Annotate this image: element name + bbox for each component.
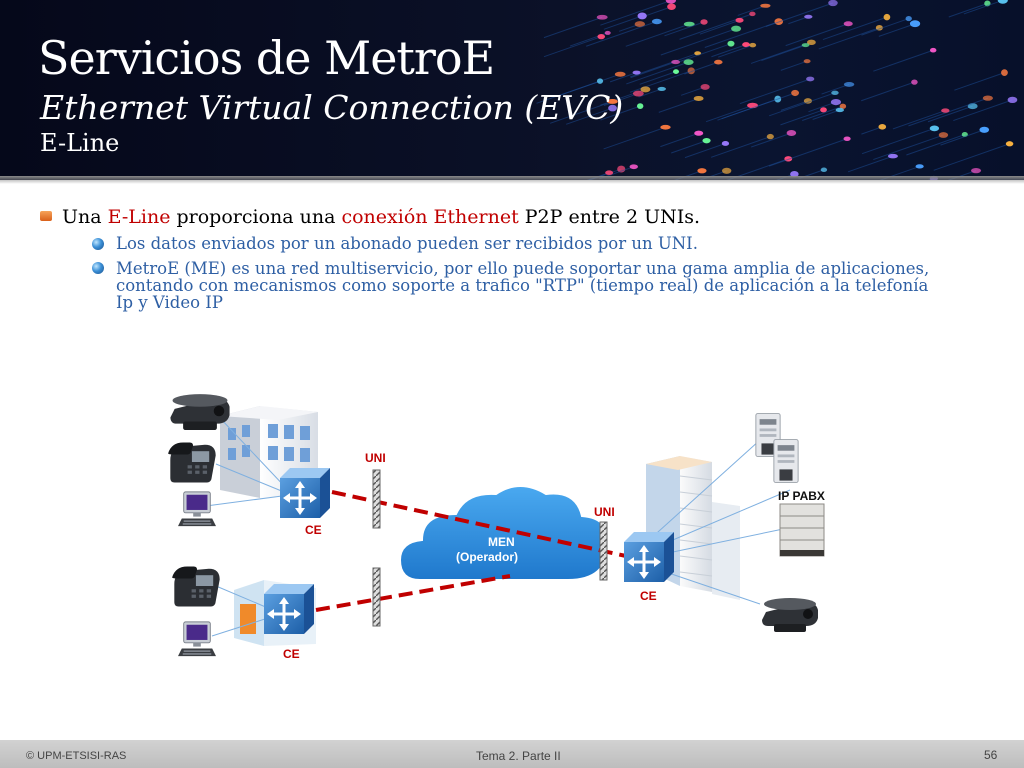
main-bullet-text-2: proporciona una [170,206,342,228]
main-bullet-highlight-eline: E-Line [107,206,171,228]
main-bullet-text-1: Una [62,206,108,228]
fiber-optics-image [536,0,1018,180]
uni-demarcation-left-bottom [372,567,381,627]
header-shadow [0,176,1024,184]
eline-diagram: UNI UNI CE CE CE MEN (Operador) IP PABX [168,394,825,661]
video-camera-icon [762,598,818,632]
main-bullet-text-3: P2P entre 2 UNIs. [518,206,701,228]
evc-lines [315,490,627,612]
ce-label-top-left: CE [305,523,322,537]
uni-label-right: UNI [594,505,615,519]
server-icon [773,439,799,483]
slide-title: Servicios de MetroE [38,31,495,85]
slide-subtitle-eline: E-Line [40,129,120,157]
bullet-dot-icon [92,262,104,274]
ip-phone-icon [168,442,216,483]
men-label: MEN [488,535,515,549]
computer-icon [177,491,217,527]
footer-page-number: 56 [984,748,998,762]
ce-label-right: CE [640,589,657,603]
ip-pabx-icon [779,503,825,557]
main-bullet-highlight-ethernet: conexión Ethernet [341,206,519,228]
ce-switch-icon [624,532,674,582]
uni-demarcation-right [599,521,608,581]
sub-bullet-2: MetroE (ME) es una red multiservicio, po… [116,259,930,312]
ip-phone-icon [172,566,220,607]
men-cloud [398,485,610,581]
footer-topic: Tema 2. Parte II [476,749,561,763]
bullet-dot-icon [92,238,104,250]
uni-demarcation-left [372,469,381,529]
men-operator-label: (Operador) [456,550,518,564]
header-banner: Servicios de MetroE Ethernet Virtual Con… [0,0,1024,180]
ce-switch-icon [264,584,314,634]
uni-label-left: UNI [365,451,386,465]
ce-switch-icon [280,468,330,518]
main-bullet: Una E-Line proporciona una conexión Ethe… [62,205,992,229]
sub-bullet-1: Los datos enviados por un abonado pueden… [116,234,698,253]
computer-icon [177,621,217,657]
footer-bar: © UPM-ETSISI-RAS Tema 2. Parte II 56 [0,740,1024,768]
ip-pabx-label: IP PABX [778,489,825,503]
footer-copyright: © UPM-ETSISI-RAS [26,750,127,762]
bullet-square-icon [40,211,52,221]
slide-subtitle: Ethernet Virtual Connection (EVC) [40,88,624,127]
ce-label-bottom-left: CE [283,647,300,661]
